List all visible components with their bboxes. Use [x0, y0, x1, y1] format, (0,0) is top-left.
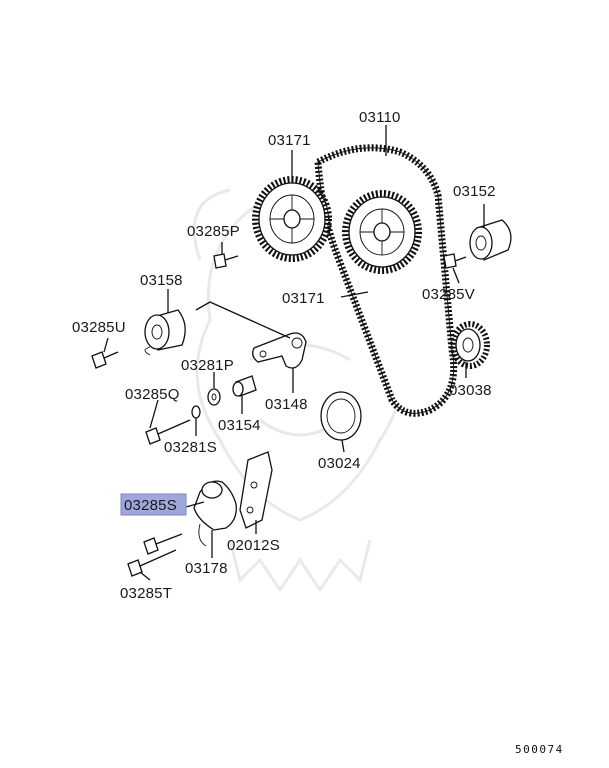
label-03154[interactable]: 03154: [218, 417, 261, 434]
label-03285U[interactable]: 03285U: [72, 319, 126, 336]
camshaft-sprocket-upper[interactable]: [252, 176, 332, 262]
tensioner-arm-03148[interactable]: [195, 301, 307, 369]
label-03171-top[interactable]: 03171: [268, 132, 311, 149]
label-03285V[interactable]: 03285V: [422, 286, 475, 303]
label-03024[interactable]: 03024: [318, 455, 361, 472]
crankshaft-sprocket-03038[interactable]: [450, 321, 490, 369]
label-03285T[interactable]: 03285T: [120, 585, 172, 602]
bolt-03285U[interactable]: [91, 351, 119, 369]
selected-part-highlight: [120, 493, 187, 516]
bolt-03285Q[interactable]: [145, 419, 191, 445]
label-03178[interactable]: 03178: [185, 560, 228, 577]
label-03148[interactable]: 03148: [265, 396, 308, 413]
timing-belt-03110[interactable]: [314, 144, 458, 417]
label-03158[interactable]: 03158: [140, 272, 183, 289]
label-03285P[interactable]: 03285P: [187, 223, 240, 240]
label-03281S[interactable]: 03281S: [164, 439, 217, 456]
diagram-reference-code: 500074: [515, 743, 564, 756]
label-03038[interactable]: 03038: [449, 382, 492, 399]
label-02012S[interactable]: 02012S: [227, 537, 280, 554]
bolt-03285V[interactable]: [443, 253, 467, 269]
idler-pulley-03152[interactable]: [469, 219, 512, 261]
washer-03281S[interactable]: [191, 405, 201, 419]
label-03152[interactable]: 03152: [453, 183, 496, 200]
label-03171-bottom[interactable]: 03171: [282, 290, 325, 307]
bolt-03285T[interactable]: [127, 549, 177, 577]
tensioner-pulley-03158[interactable]: [144, 309, 186, 356]
leader-lines: [103, 125, 485, 581]
bolt-03285S[interactable]: [143, 533, 183, 555]
label-03110[interactable]: 03110: [359, 109, 401, 126]
bracket-02012S[interactable]: [239, 451, 273, 529]
bolt-03285P[interactable]: [213, 253, 239, 269]
auto-tensioner-03178[interactable]: [193, 480, 237, 547]
label-03281P[interactable]: 03281P: [181, 357, 234, 374]
label-03285S[interactable]: 03285S: [124, 497, 177, 514]
label-03285Q[interactable]: 03285Q: [125, 386, 180, 403]
washer-03281P[interactable]: [207, 388, 221, 406]
spacer-collar-03154[interactable]: [232, 375, 257, 397]
camshaft-sprocket-lower[interactable]: [342, 190, 422, 274]
flange-plate-03024[interactable]: [320, 391, 362, 441]
